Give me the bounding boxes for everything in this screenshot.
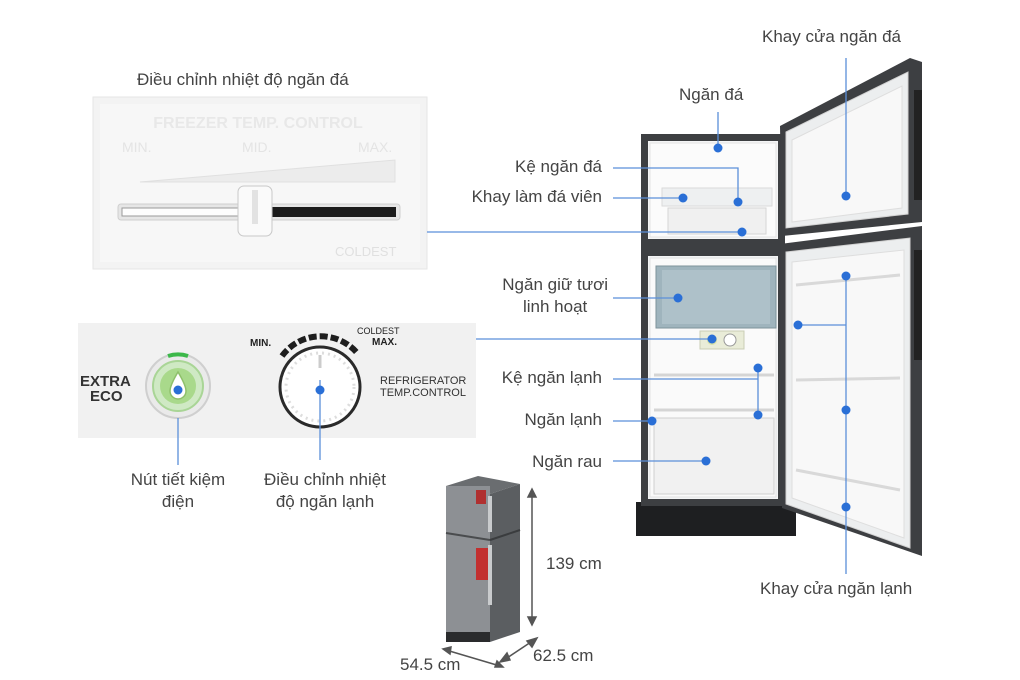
label-dieu-chinh-lanh-line2: độ ngăn lạnh bbox=[275, 492, 375, 511]
label-ke-ngan-da: Kệ ngăn đá bbox=[515, 157, 602, 176]
dimension-width: 54.5 cm bbox=[400, 655, 461, 674]
freezer-panel-coldest: COLDEST bbox=[335, 244, 396, 259]
label-nut-tiet-kiem-dien: Nút tiết kiệm điện bbox=[108, 469, 248, 513]
label-ngan-giu-tuoi: Ngăn giữ tươi linh hoạt bbox=[502, 274, 608, 318]
label-ngan-da: Ngăn đá bbox=[679, 85, 744, 104]
dial-coldest-text: COLDEST bbox=[357, 326, 400, 336]
freezer-control-panel bbox=[92, 96, 428, 270]
dial-min-text: MIN. bbox=[250, 338, 271, 349]
label-dieu-chinh-ngan-lanh: Điều chỉnh nhiệt độ ngăn lạnh bbox=[245, 469, 405, 513]
label-ke-ngan-lanh: Kệ ngăn lạnh bbox=[501, 368, 602, 387]
pointer-lines bbox=[177, 58, 847, 574]
label-khay-lam-da-vien: Khay làm đá viên bbox=[471, 187, 602, 206]
label-ngan-lanh: Ngăn lạnh bbox=[524, 410, 602, 429]
temp-control-text: TEMP.CONTROL bbox=[380, 387, 466, 399]
fridge-product-photo bbox=[445, 476, 521, 642]
dimension-depth: 62.5 cm bbox=[533, 646, 594, 665]
dimension-lines bbox=[441, 487, 539, 668]
label-ngan-rau: Ngăn rau bbox=[532, 452, 602, 471]
dial-max-text: MAX. bbox=[372, 337, 397, 348]
label-khay-cua-ngan-lanh: Khay cửa ngăn lạnh bbox=[760, 579, 913, 598]
label-ngan-giu-tuoi-line1: Ngăn giữ tươi bbox=[502, 275, 608, 294]
fridge-illustration bbox=[636, 58, 922, 556]
dimension-height: 139 cm bbox=[546, 554, 602, 573]
refrigerator-text: REFRIGERATOR bbox=[380, 375, 466, 387]
freezer-panel-mid: MID. bbox=[242, 139, 272, 155]
label-freezer-temp-control: Điều chỉnh nhiệt độ ngăn đá bbox=[137, 70, 349, 89]
fridge-control-panel bbox=[78, 323, 476, 438]
freezer-panel-title: FREEZER TEMP. CONTROL bbox=[153, 115, 363, 132]
label-nut-tiet-kiem-line1: Nút tiết kiệm bbox=[130, 470, 226, 489]
eco-eco-text: ECO bbox=[90, 388, 123, 405]
pointer-dots bbox=[173, 143, 851, 512]
label-khay-cua-ngan-da: Khay cửa ngăn đá bbox=[762, 27, 901, 46]
label-dieu-chinh-lanh-line1: Điều chỉnh nhiệt bbox=[264, 470, 386, 489]
freezer-panel-max: MAX. bbox=[358, 139, 392, 155]
label-ngan-giu-tuoi-line2: linh hoạt bbox=[522, 297, 588, 316]
label-nut-tiet-kiem-line2: điện bbox=[161, 492, 195, 511]
freezer-panel-min: MIN. bbox=[122, 139, 152, 155]
eco-extra-text: EXTRA bbox=[80, 373, 131, 390]
